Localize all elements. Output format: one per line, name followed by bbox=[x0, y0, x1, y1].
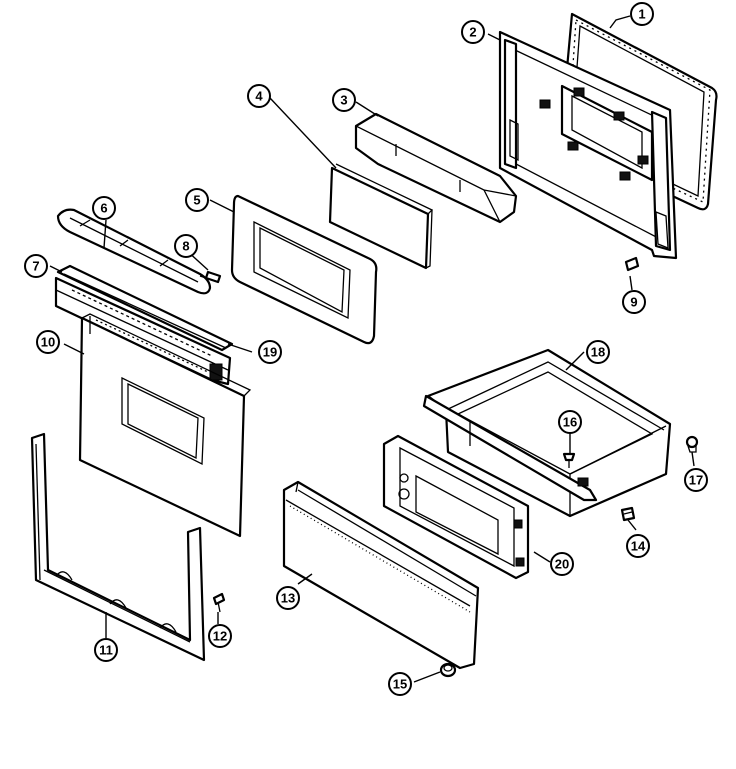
callout-18: 18 bbox=[586, 340, 610, 364]
callout-8: 8 bbox=[174, 234, 198, 258]
part-screw-12 bbox=[212, 592, 226, 613]
callout-label: 1 bbox=[638, 7, 645, 22]
part-inner-door-liner bbox=[498, 30, 678, 260]
callout-4: 4 bbox=[247, 84, 271, 108]
part-clip-14 bbox=[620, 506, 636, 522]
part-vent-trim bbox=[56, 264, 234, 352]
part-bumper-15 bbox=[439, 662, 457, 678]
callout-label: 20 bbox=[555, 557, 569, 572]
callout-label: 2 bbox=[469, 25, 476, 40]
part-knob-17 bbox=[685, 435, 699, 453]
part-door-frame bbox=[30, 432, 206, 662]
part-vent-strip bbox=[54, 276, 232, 386]
callout-label: 16 bbox=[563, 415, 577, 430]
callout-5: 5 bbox=[185, 188, 209, 212]
callout-label: 8 bbox=[182, 239, 189, 254]
part-drawer-front bbox=[282, 480, 480, 670]
callout-12: 12 bbox=[208, 624, 232, 648]
callout-13: 13 bbox=[276, 586, 300, 610]
part-door-handle bbox=[56, 208, 212, 295]
callout-label: 11 bbox=[99, 643, 113, 658]
callout-label: 17 bbox=[689, 473, 703, 488]
part-door-glass bbox=[328, 163, 434, 270]
callout-label: 6 bbox=[100, 201, 107, 216]
part-insulation-block bbox=[354, 112, 518, 224]
part-drawer-pan bbox=[422, 348, 672, 518]
callout-7: 7 bbox=[24, 254, 48, 278]
part-screw bbox=[199, 270, 222, 284]
part-outer-door-panel bbox=[78, 313, 252, 538]
callout-1: 1 bbox=[630, 2, 654, 26]
callout-6: 6 bbox=[92, 196, 116, 220]
callout-2: 2 bbox=[461, 20, 485, 44]
callout-20: 20 bbox=[550, 552, 574, 576]
callout-label: 3 bbox=[340, 93, 347, 108]
callout-10: 10 bbox=[36, 330, 60, 354]
callout-label: 4 bbox=[255, 89, 263, 104]
part-clip-9 bbox=[624, 256, 640, 272]
callout-3: 3 bbox=[332, 88, 356, 112]
callout-label: 9 bbox=[630, 295, 637, 310]
callout-label: 13 bbox=[281, 591, 295, 606]
callout-11: 11 bbox=[94, 638, 118, 662]
callout-15: 15 bbox=[388, 672, 412, 696]
callout-14: 14 bbox=[626, 534, 650, 558]
callout-19: 19 bbox=[258, 340, 282, 364]
callout-label: 12 bbox=[213, 629, 227, 644]
callout-label: 14 bbox=[631, 539, 646, 554]
callout-16: 16 bbox=[558, 410, 582, 434]
callout-label: 19 bbox=[263, 345, 277, 360]
callout-label: 10 bbox=[41, 335, 55, 350]
callout-label: 5 bbox=[193, 193, 200, 208]
callout-17: 17 bbox=[684, 468, 708, 492]
callout-9: 9 bbox=[622, 290, 646, 314]
leader-lines bbox=[49, 15, 695, 683]
callout-label: 7 bbox=[32, 259, 39, 274]
part-drawer-bracket bbox=[382, 434, 530, 580]
callout-label: 18 bbox=[591, 345, 605, 360]
part-glass-frame bbox=[230, 194, 378, 345]
callout-label: 15 bbox=[393, 677, 407, 692]
